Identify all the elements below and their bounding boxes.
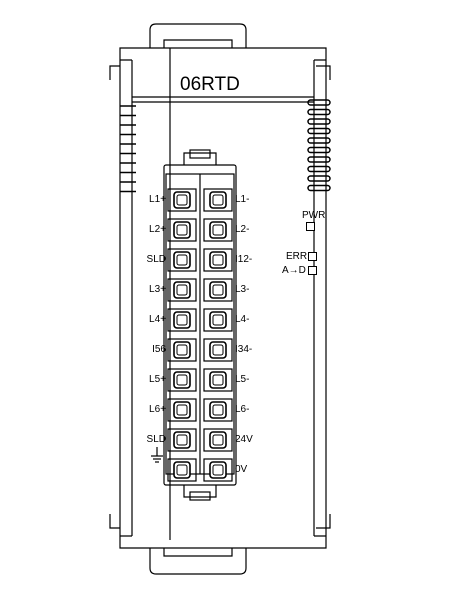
vent-slot — [307, 108, 331, 116]
terminal-label-right: L2- — [235, 224, 250, 235]
terminal-screw-left — [167, 368, 197, 392]
terminal-screw-right — [203, 308, 233, 332]
vent-slot — [307, 165, 331, 173]
ad-led — [308, 266, 317, 275]
terminal-screw-left — [167, 248, 197, 272]
vent-slot — [307, 156, 331, 163]
terminal-label-left: L4+ — [149, 314, 166, 325]
terminal-label-right: L6- — [235, 404, 250, 415]
terminal-label-left: I56 — [152, 344, 166, 355]
terminal-label-right: 0V — [235, 464, 248, 475]
terminal-screw-right — [203, 398, 233, 422]
module-model-label: 06RTD — [180, 74, 240, 95]
ad-led-label: A→D — [282, 265, 306, 276]
err-led — [308, 252, 317, 261]
vent-slot — [307, 127, 331, 135]
terminal-screw-right — [203, 428, 233, 452]
terminal-screw-right — [203, 338, 233, 362]
terminal-label-left: L2+ — [149, 224, 166, 235]
vent-slot — [307, 184, 331, 192]
terminal-screw-right — [203, 218, 233, 242]
pwr-led-label: PWR — [302, 210, 326, 221]
terminal-label-left: L3+ — [149, 284, 166, 295]
terminal-label-left: L5+ — [149, 374, 166, 385]
terminal-screw-left — [167, 458, 197, 482]
ground-icon — [151, 447, 163, 463]
terminal-screw-right — [203, 368, 233, 392]
terminal-label-right: L1- — [235, 194, 250, 205]
terminal-screw-left — [167, 218, 197, 242]
pwr-led — [306, 222, 315, 231]
terminal-label-left: SLD — [146, 434, 166, 445]
terminal-label-left: L1+ — [149, 194, 166, 205]
terminal-label-left: SLD — [146, 254, 166, 265]
vent-slot — [307, 99, 331, 106]
terminal-screw-right — [203, 458, 233, 482]
vent-slot — [307, 175, 331, 182]
vent-slot — [307, 146, 331, 154]
vent-slot — [307, 137, 331, 144]
terminal-screw-right — [203, 248, 233, 272]
terminal-screw-right — [203, 188, 233, 212]
terminal-screw-left — [167, 308, 197, 332]
terminal-screw-left — [167, 338, 197, 362]
err-led-label: ERR — [286, 251, 308, 262]
terminal-screw-left — [167, 188, 197, 212]
vent-slot — [307, 118, 331, 125]
terminal-screw-left — [167, 278, 197, 302]
terminal-label-right: I12- — [235, 254, 253, 265]
terminal-label-right: L3- — [235, 284, 250, 295]
terminal-label-right: L5- — [235, 374, 250, 385]
terminal-label-left: L6+ — [149, 404, 166, 415]
terminal-label-right: I34- — [235, 344, 253, 355]
terminal-screw-left — [167, 398, 197, 422]
terminal-label-right: L4- — [235, 314, 250, 325]
terminal-screw-right — [203, 278, 233, 302]
terminal-label-right: 24V — [235, 434, 253, 445]
terminal-screw-left — [167, 428, 197, 452]
